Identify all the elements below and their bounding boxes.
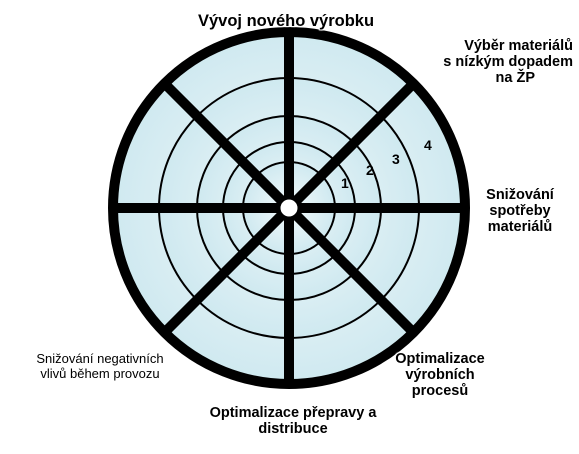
label-bottom-right-line2: výrobních — [405, 367, 475, 384]
label-top-right: Výběr materiálů s nízkým dopadem na ŽP — [393, 38, 573, 87]
label-bottom-left-line2: vlivů během provozu — [40, 365, 160, 381]
ring-number-3: 3 — [392, 151, 400, 167]
label-bottom-right-line1: Optimalizace — [395, 351, 485, 367]
label-top: Vývoj nového výrobku — [198, 12, 374, 30]
label-top-right-line1: Výběr materiálů — [464, 38, 573, 54]
label-top-right-line2: s nízkým dopadem — [443, 54, 573, 71]
label-bottom-left: Snižování negativních vlivů během provoz… — [10, 351, 190, 381]
label-right: Snižování spotřeby materiálů — [470, 187, 570, 236]
ring-number-2: 2 — [366, 162, 374, 178]
label-bottom-right: Optimalizace výrobních procesů — [380, 351, 500, 400]
label-bottom-left-line1: Snižování negativních — [36, 351, 164, 366]
label-top-right-line3: na ŽP — [495, 70, 535, 87]
label-right-line2: spotřeby — [489, 203, 551, 220]
hub — [275, 194, 303, 222]
ring-number-1: 1 — [341, 175, 349, 191]
label-bottom-right-line3: procesů — [411, 383, 469, 400]
label-right-line3: materiálů — [487, 219, 553, 236]
label-bottom-line2: distribuce — [258, 421, 328, 438]
label-right-line1: Snižování — [486, 187, 554, 203]
label-top-line: Vývoj nového výrobku — [198, 12, 375, 30]
ring-number-4: 4 — [424, 137, 432, 153]
label-bottom-line1: Optimalizace přepravy a — [209, 405, 377, 421]
label-bottom: Optimalizace přepravy a distribuce — [183, 405, 403, 437]
